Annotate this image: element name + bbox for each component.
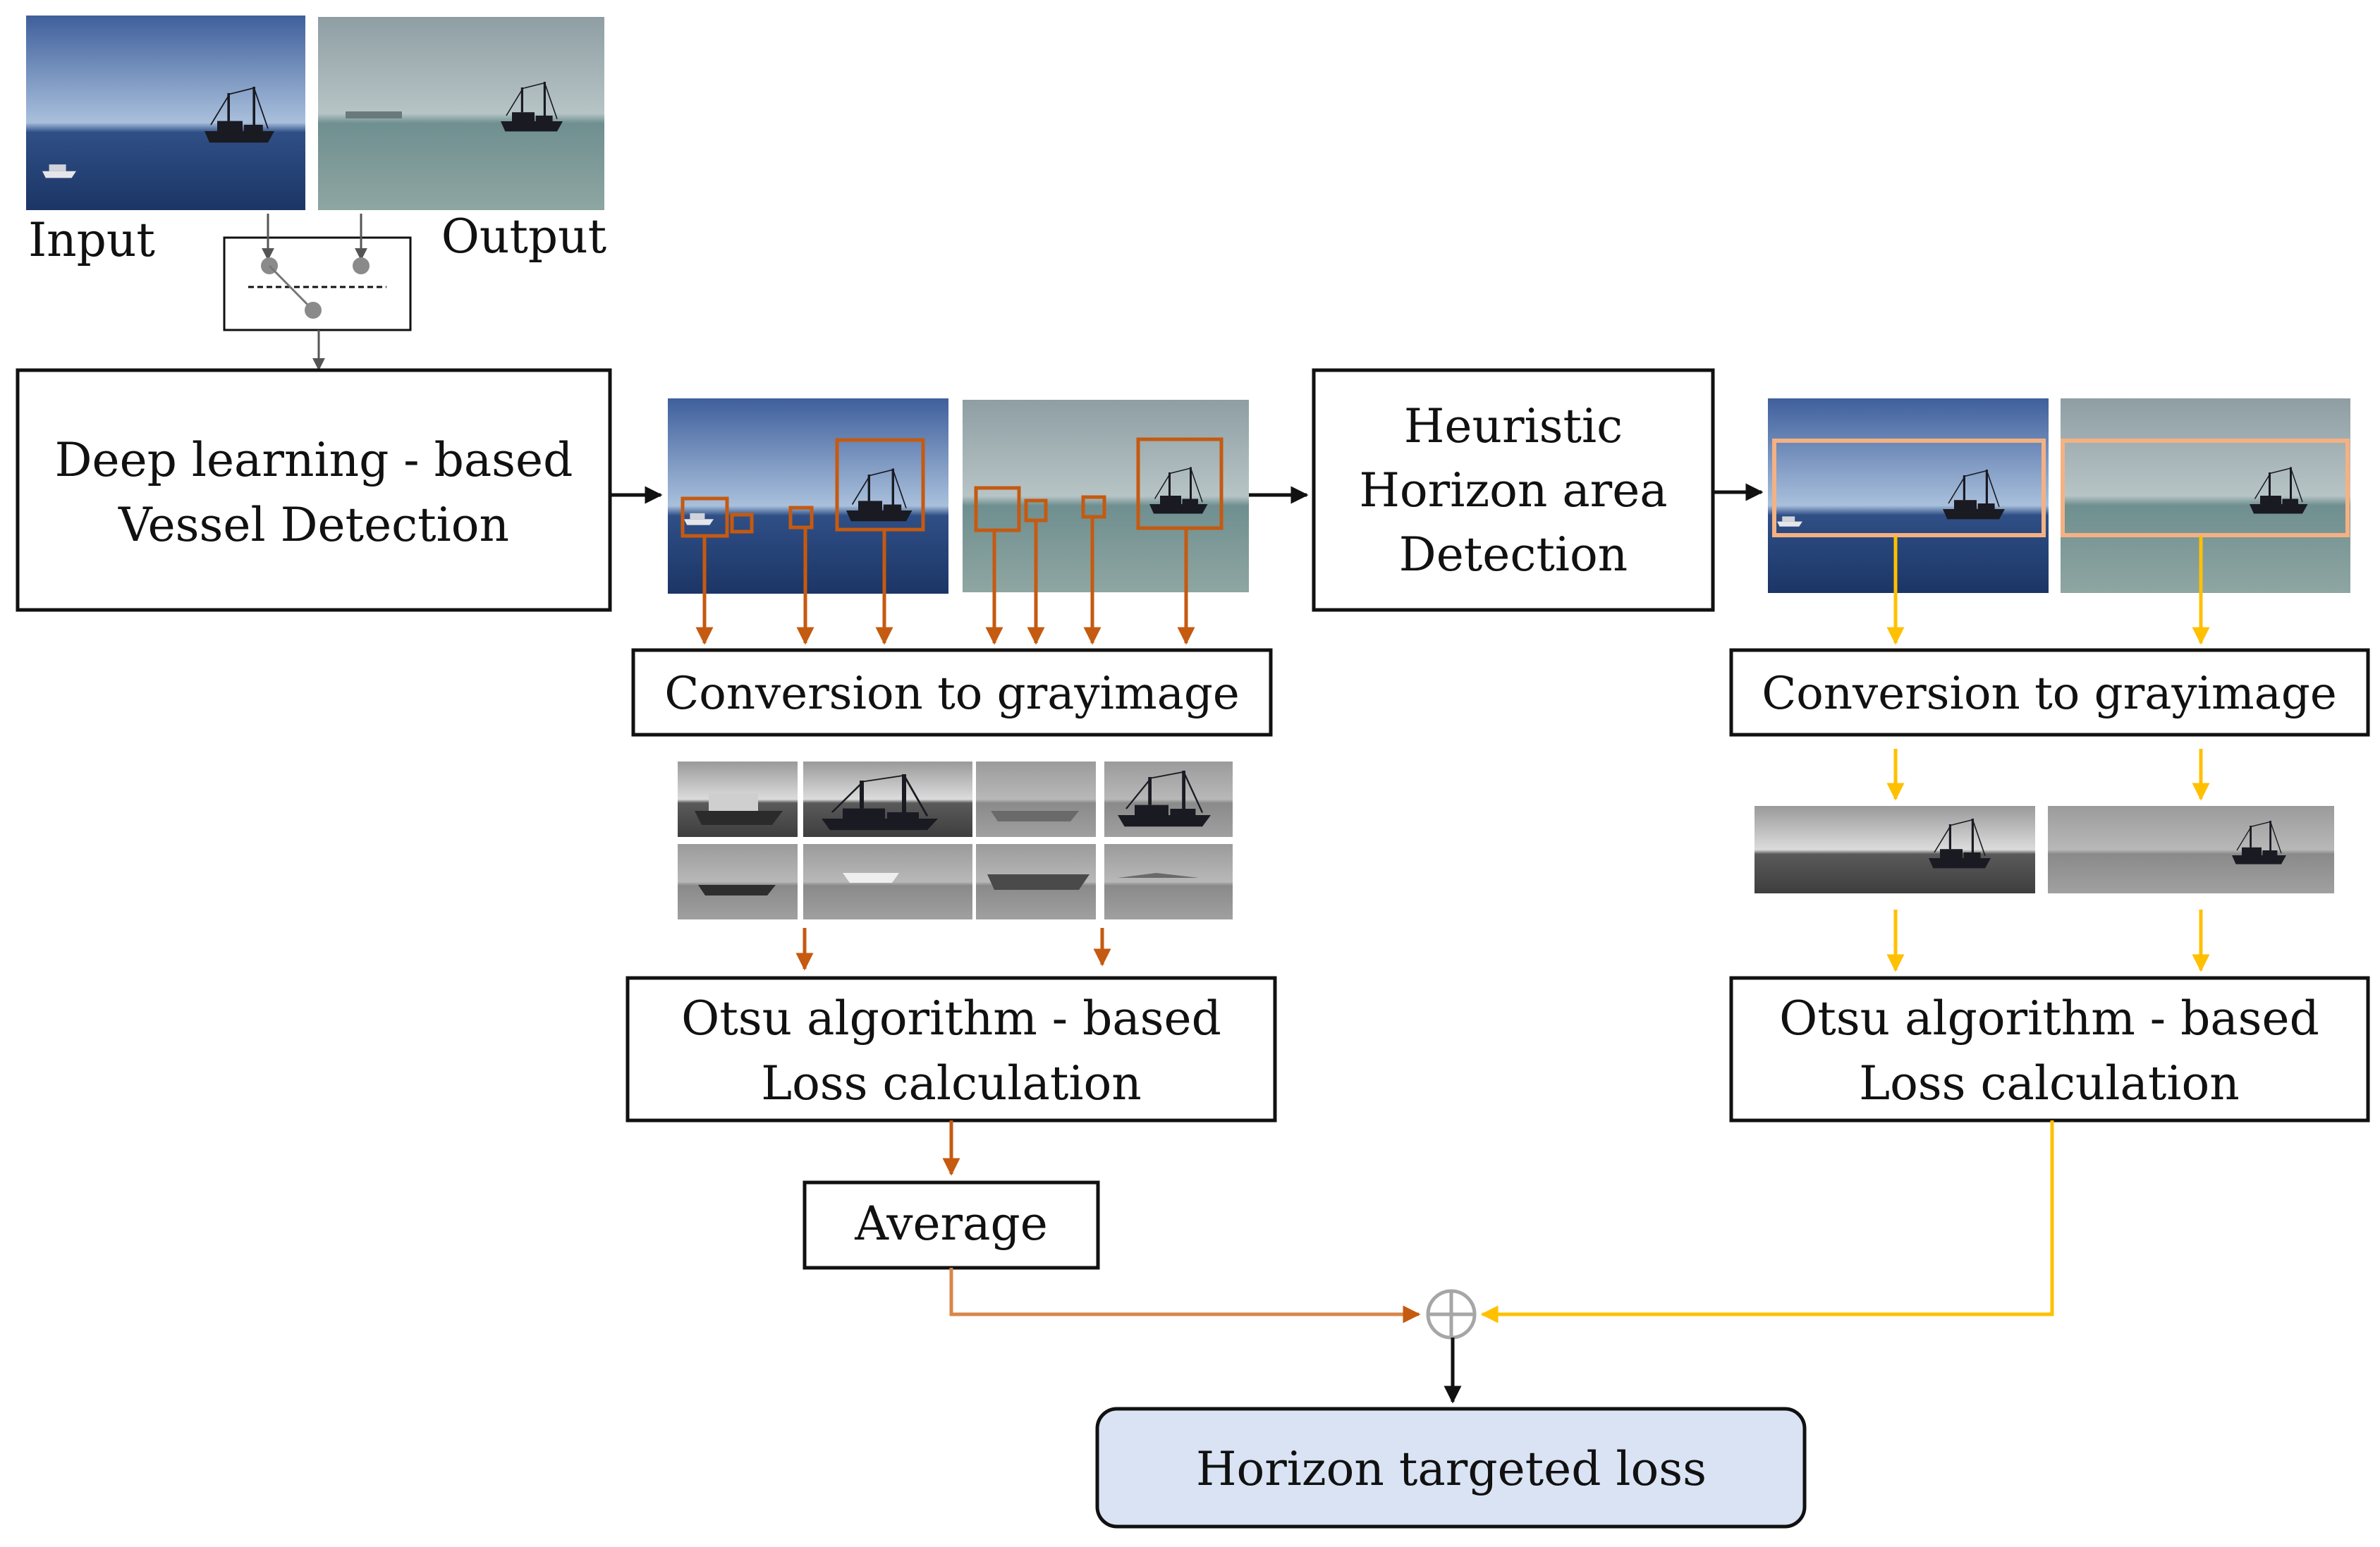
output-image [318,17,604,210]
otsu-left-line2: Loss calculation [761,1056,1142,1111]
otsu-right-to-sum-line [1480,1120,2054,1323]
vessel-detection-line2: Vessel Detection [118,498,509,552]
otsu-box-right: Otsu algorithm - based Loss calculation [1729,976,2370,1123]
input-image [26,16,305,210]
gray-conversion-box-right: Conversion to grayimage [1729,648,2370,737]
yellow-arrows-top [1886,536,2210,645]
average-label: Average [854,1197,1048,1251]
average-to-sum-line [949,1268,1421,1323]
vessel-detection-line1: Deep learning - based [55,433,573,487]
network-node-icon [223,214,412,371]
horizon-detection-line1: Heuristic [1404,399,1623,453]
otsu-box-left: Otsu algorithm - based Loss calculation [625,976,1277,1123]
average-box: Average [803,1180,1100,1270]
gray-conversion-left-label: Conversion to grayimage [664,668,1239,720]
gray-crops-input [678,762,972,919]
detection-output-image [963,400,1249,592]
input-label: Input [28,213,155,267]
horizon-detection-box: Heuristic Horizon area Detection [1312,368,1715,612]
vessel-detection-box: Deep learning - based Vessel Detection [16,368,612,612]
horizon-detection-line3: Detection [1399,527,1628,582]
final-loss-label: Horizon targeted loss [1196,1442,1707,1496]
horizon-targeted-loss-box: Horizon targeted loss [1095,1407,1807,1529]
gray-crops-output [976,762,1233,919]
yellow-arrows-mid [1886,749,2210,972]
gray-conversion-box-left: Conversion to grayimage [631,648,1273,737]
gray-horizon-strips [1755,806,2334,893]
orange-crop-arrows [695,517,1195,645]
otsu-right-line1: Otsu algorithm - based [1779,991,2319,1046]
output-label: Output [441,209,606,264]
otsu-left-line1: Otsu algorithm - based [681,991,1221,1046]
horizon-input-image [1768,398,2049,593]
gray-conversion-right-label: Conversion to grayimage [1762,668,2336,720]
orange-arrows-mid [795,928,1111,971]
circle-plus-icon [1426,1289,1477,1340]
detection-input-image [668,398,948,594]
horizon-output-image [2061,398,2350,593]
horizon-detection-line2: Horizon area [1359,463,1667,518]
otsu-right-line2: Loss calculation [1859,1056,2240,1111]
